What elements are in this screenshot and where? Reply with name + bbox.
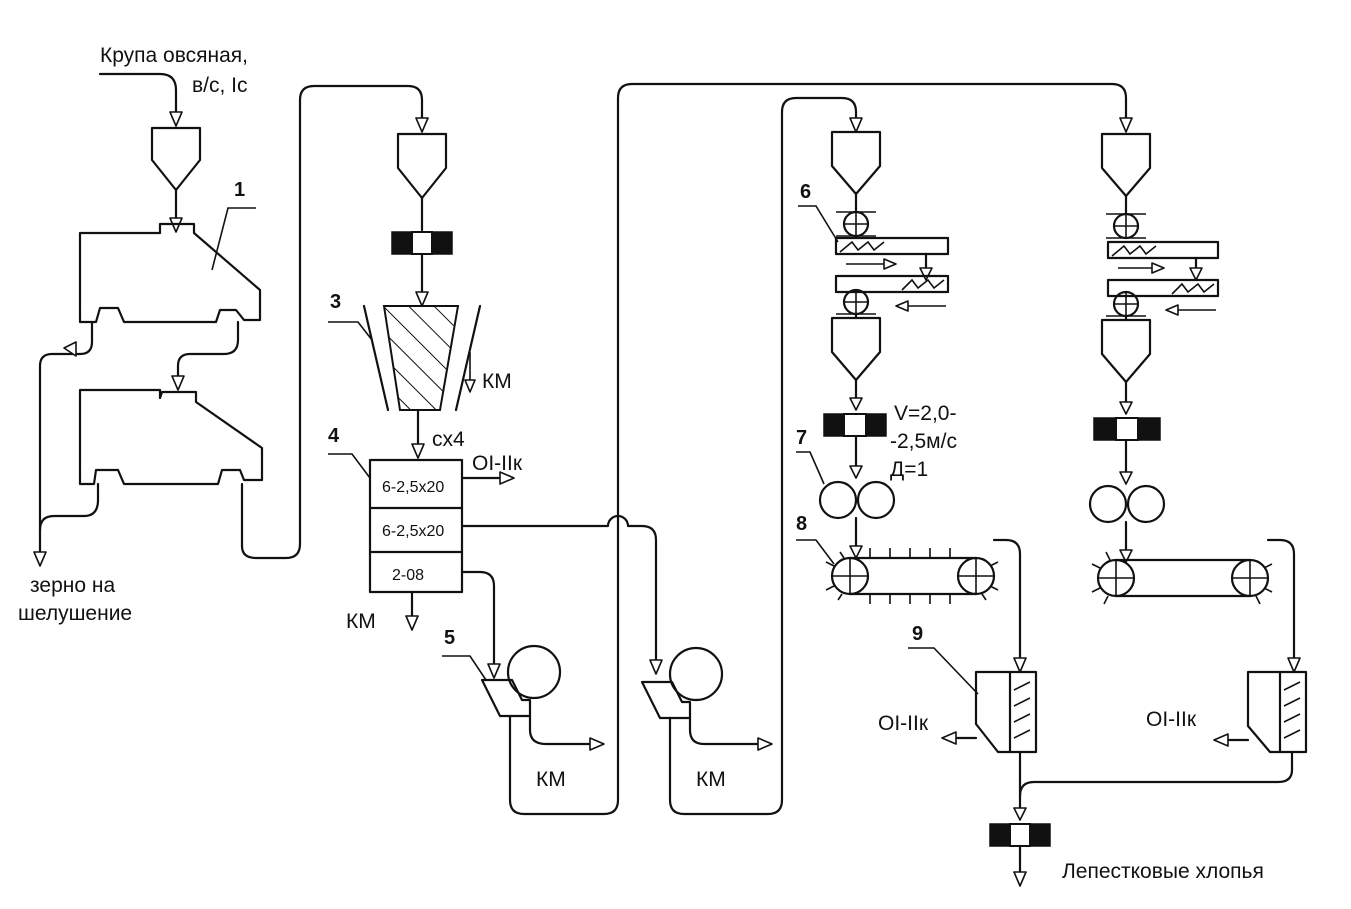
hopper-right <box>1100 132 1152 198</box>
belt-conveyor-right <box>1091 551 1273 605</box>
arrow-icon <box>1119 401 1133 415</box>
diagram-text: Д=1 <box>890 458 928 481</box>
diagram-text: -2,5м/с <box>890 430 957 453</box>
magnetic-separator-right <box>1093 417 1161 441</box>
cx4-label: сх4 <box>432 428 465 451</box>
arrow-icon <box>415 291 429 307</box>
equipment-number-5: 5 <box>444 627 455 649</box>
oi-iik-label-right: OI-IIк <box>1146 708 1197 731</box>
arrow-icon <box>1119 549 1133 563</box>
equipment-number-3: 3 <box>330 291 341 313</box>
arrow-icon <box>499 471 515 485</box>
arrow-icon <box>1013 657 1027 673</box>
hopper-1 <box>150 126 202 192</box>
oi-iik-label-sifter: OI-IIк <box>472 452 523 475</box>
sieve-1-label: 6-2,5х20 <box>382 479 444 496</box>
arrow-icon <box>589 737 605 751</box>
arrow-icon <box>649 659 663 675</box>
arrow-icon <box>411 443 425 459</box>
screw-conveyor-right-a <box>1106 240 1220 274</box>
leader-8 <box>796 539 835 565</box>
arrow-icon <box>1013 807 1027 821</box>
equipment-number-9: 9 <box>912 623 923 645</box>
leader-9 <box>908 647 979 695</box>
arrow-icon <box>849 465 863 479</box>
separator-machine-lower <box>78 388 264 486</box>
input-feed-line <box>98 72 178 124</box>
sieve-3-label: 2-08 <box>392 567 424 584</box>
equipment-number-4: 4 <box>328 425 340 447</box>
arrow-icon <box>169 111 183 127</box>
oi-iik-label-left: OI-IIк <box>878 712 929 735</box>
diagram-text: V=2,0- <box>894 402 956 425</box>
equipment-number-7: 7 <box>796 427 807 449</box>
arrow-icon <box>405 615 419 631</box>
arrow-icon <box>415 117 429 133</box>
leader-6 <box>798 205 839 243</box>
aspirator-second <box>640 646 724 720</box>
speed-label: V=2,0- -2,5м/с Д=1 <box>890 402 957 481</box>
arrow-icon <box>919 267 933 281</box>
diagram-text: Крупа овсяная, <box>100 44 248 67</box>
diagram-text: в/с, Iс <box>192 74 248 97</box>
km-sifter-label: КМ <box>346 610 376 633</box>
waste-km-label: КМ <box>482 370 512 393</box>
equipment-number-8: 8 <box>796 513 807 535</box>
flaking-rolls-right <box>1088 484 1166 524</box>
diagram-text: шелушение <box>18 602 132 625</box>
arrow-icon <box>33 551 47 567</box>
equipment-number-1: 1 <box>234 179 245 201</box>
magnetic-separator-1 <box>391 231 453 255</box>
arrow-icon <box>757 737 773 751</box>
final-product-label: Лепестковые хлопья <box>1062 860 1264 883</box>
equipment-number-6: 6 <box>800 181 811 203</box>
screw-conveyor-right-b <box>1106 278 1220 316</box>
diagram-text: зерно на <box>30 574 115 597</box>
steamer-3 <box>362 304 482 412</box>
arrow-icon <box>464 379 476 393</box>
arrow-icon <box>1213 733 1229 747</box>
feeder-roll-6a <box>836 210 876 238</box>
arrow-icon <box>849 117 863 133</box>
magnetic-separator-6 <box>823 413 887 437</box>
arrow-icon <box>63 341 77 357</box>
hopper-6b <box>830 316 882 382</box>
leader-7 <box>796 451 825 485</box>
hopper-2 <box>396 132 448 200</box>
aspirator-5 <box>480 644 562 718</box>
km-aspirator-2-label: КМ <box>696 768 726 791</box>
arrow-icon <box>1119 471 1133 485</box>
cooler-right <box>1246 670 1308 754</box>
cooler-9 <box>974 670 1038 754</box>
leader-4 <box>328 453 371 479</box>
hopper-right-b <box>1100 318 1152 384</box>
flaking-rolls-7 <box>818 480 896 520</box>
arrow-icon <box>849 545 863 559</box>
leader-3 <box>328 321 373 341</box>
grain-output-label: зерно на шелушение <box>18 574 132 625</box>
hopper-6 <box>830 130 882 196</box>
sieve-2-label: 6-2,5х20 <box>382 523 444 540</box>
arrow-icon <box>1013 871 1027 887</box>
arrow-icon <box>1119 117 1133 133</box>
feeder-roll-right-a <box>1106 212 1146 240</box>
arrow-icon <box>849 397 863 411</box>
km-aspirator-5-label: КМ <box>536 768 566 791</box>
separator-machine-upper <box>78 222 262 324</box>
arrow-icon <box>487 663 501 679</box>
screw-conveyor-6a <box>834 236 950 270</box>
input-label: Крупа овсяная, в/с, Iс <box>100 44 248 97</box>
screw-conveyor-6b <box>834 274 950 312</box>
arrow-icon <box>171 375 185 391</box>
arrow-icon <box>1189 267 1203 281</box>
feeder-roll-6b <box>836 288 876 316</box>
leader-5 <box>442 655 487 681</box>
magnetic-separator-final <box>989 823 1051 847</box>
leader-1 <box>211 207 256 271</box>
arrow-icon <box>941 731 957 745</box>
belt-conveyor-8 <box>825 548 999 604</box>
arrow-icon <box>1287 657 1301 673</box>
